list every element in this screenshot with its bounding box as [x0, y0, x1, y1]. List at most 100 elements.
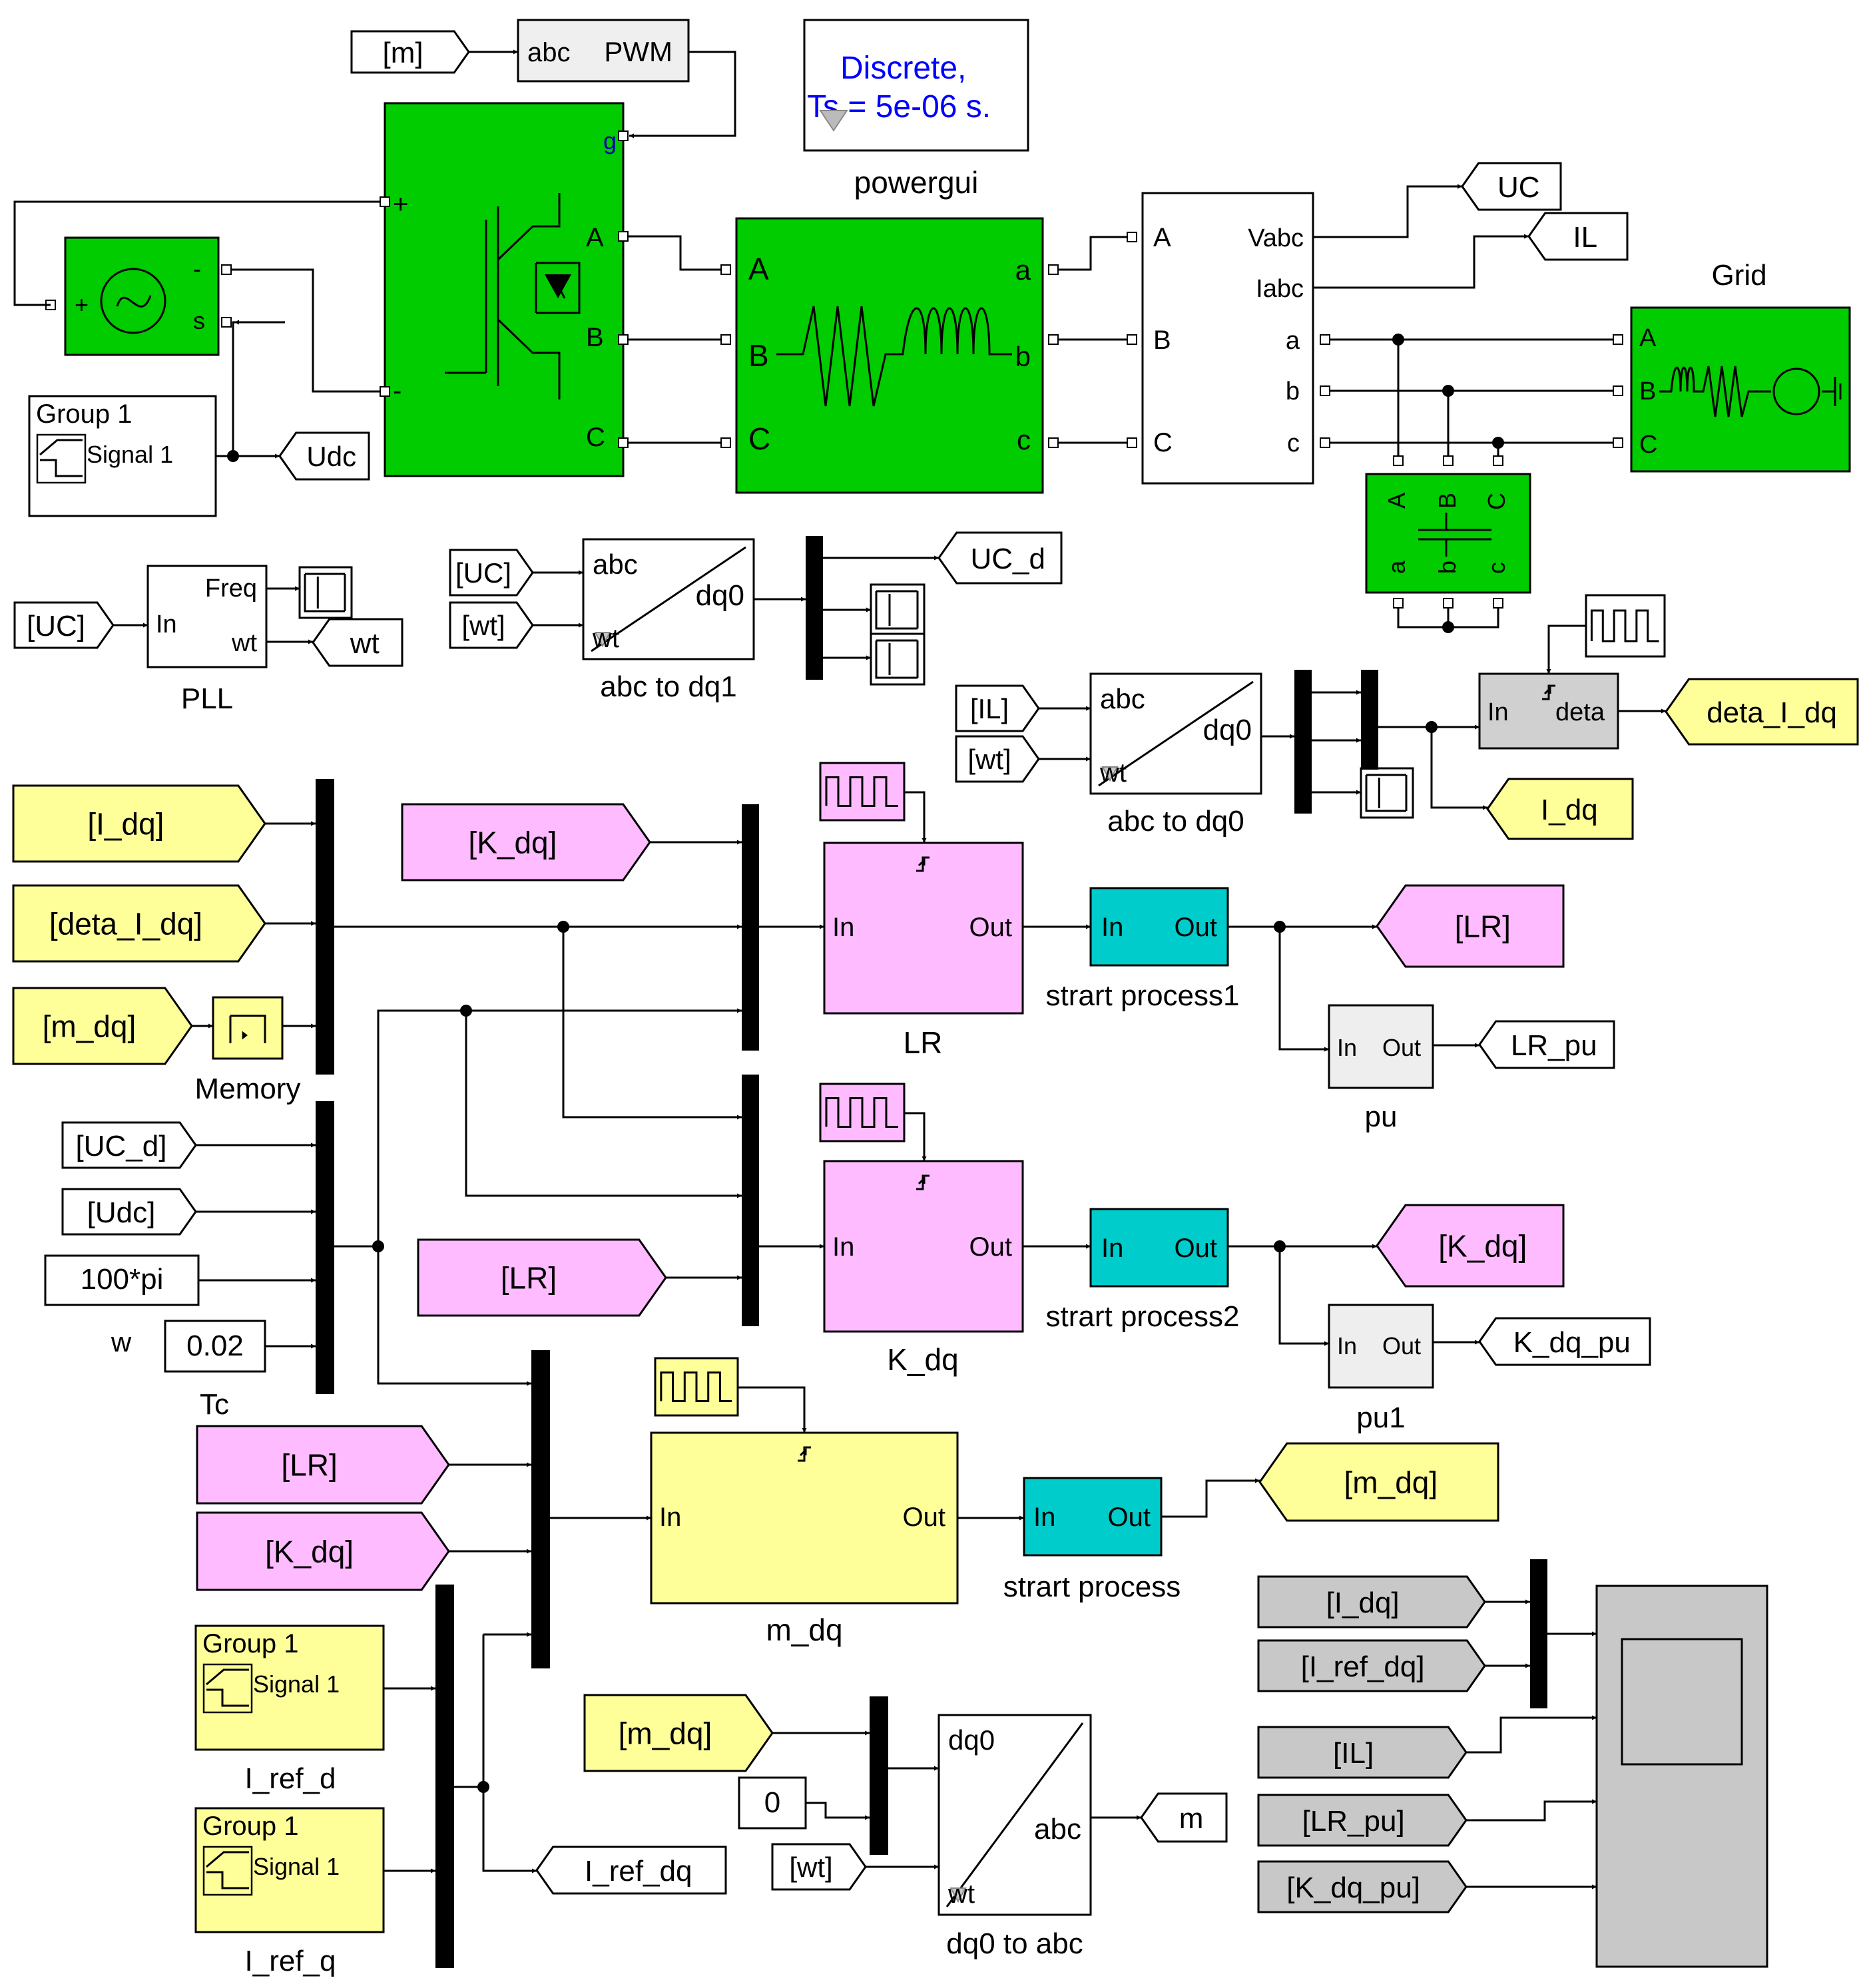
- meas-port-b[interactable]: [1320, 385, 1330, 396]
- bus-idq[interactable]: [1361, 670, 1378, 770]
- filter-port-b[interactable]: [1048, 334, 1059, 345]
- powergui-block[interactable]: [803, 19, 1029, 152]
- bus-mdq[interactable]: [531, 1350, 550, 1668]
- const-w[interactable]: [44, 1254, 200, 1306]
- pu1-block[interactable]: [1328, 1304, 1434, 1389]
- from-m-shape[interactable]: [350, 30, 470, 74]
- bus-kdq[interactable]: [742, 1075, 759, 1326]
- measure-block[interactable]: [1141, 192, 1314, 485]
- goto-deta-shape[interactable]: [1665, 678, 1859, 746]
- bus-lr[interactable]: [742, 804, 759, 1051]
- filter-port-B[interactable]: [720, 334, 731, 345]
- pu-block[interactable]: [1328, 1004, 1434, 1089]
- sc-from-il-shape[interactable]: [1257, 1726, 1467, 1779]
- goto-wt-shape[interactable]: [312, 618, 403, 667]
- meas-port-C[interactable]: [1127, 437, 1137, 448]
- bus-dq0[interactable]: [1294, 670, 1312, 814]
- from-lr-mdq-shape[interactable]: [196, 1425, 450, 1505]
- sc-from-kdqpu-shape[interactable]: [1257, 1860, 1467, 1913]
- grid-port-A[interactable]: [1613, 334, 1623, 345]
- grid-block[interactable]: [1630, 306, 1851, 473]
- from-uc-dq1-shape[interactable]: [449, 549, 534, 597]
- inverter-port-A[interactable]: [618, 231, 629, 242]
- grid-port-B[interactable]: [1613, 385, 1623, 396]
- sp2-block[interactable]: [1089, 1208, 1229, 1288]
- bus-iref[interactable]: [435, 1585, 454, 1968]
- abc-dq1-block[interactable]: [582, 538, 755, 660]
- goto-il-shape[interactable]: [1527, 212, 1629, 261]
- filter-block[interactable]: [735, 217, 1044, 494]
- filter-port-c[interactable]: [1048, 437, 1059, 448]
- goto-idq-shape[interactable]: [1486, 778, 1634, 840]
- goto-mdq-shape[interactable]: [1258, 1442, 1499, 1522]
- dc-source-block[interactable]: [64, 236, 220, 356]
- goto-kdq-pu-shape[interactable]: [1478, 1317, 1651, 1366]
- bus-params[interactable]: [316, 1101, 334, 1394]
- const-zero[interactable]: [738, 1776, 807, 1830]
- from-wt-abc-shape[interactable]: [771, 1843, 867, 1891]
- inverter-port-plus[interactable]: [380, 196, 390, 207]
- from-kdq-mdq-shape[interactable]: [196, 1511, 450, 1591]
- meas-port-B[interactable]: [1127, 334, 1137, 345]
- goto-kdq-shape[interactable]: [1376, 1204, 1565, 1288]
- from-deta-shape[interactable]: [12, 884, 266, 963]
- inverter-port-minus[interactable]: [380, 386, 390, 397]
- sp-block[interactable]: [1023, 1477, 1163, 1557]
- inverter-port-g[interactable]: [618, 130, 629, 141]
- iref-d-block[interactable]: [194, 1624, 385, 1751]
- from-ucd-shape[interactable]: [61, 1121, 197, 1169]
- filter-port-a[interactable]: [1048, 264, 1059, 275]
- cap-port-a[interactable]: [1393, 598, 1404, 609]
- from-wt-dq1-shape[interactable]: [449, 601, 534, 649]
- goto-uc-d-shape[interactable]: [937, 531, 1063, 585]
- goto-iref-shape[interactable]: [535, 1846, 727, 1895]
- from-il-shape[interactable]: [955, 684, 1040, 732]
- from-idq-shape[interactable]: [12, 784, 266, 863]
- dc-port-minus[interactable]: [221, 264, 232, 275]
- sc-from-idq-shape[interactable]: [1257, 1575, 1486, 1628]
- pll-block[interactable]: [146, 565, 268, 668]
- cap-port-c[interactable]: [1493, 598, 1503, 609]
- cap-port-b[interactable]: [1443, 598, 1454, 609]
- from-uc-pll-shape[interactable]: [13, 601, 115, 649]
- filter-port-A[interactable]: [720, 264, 731, 275]
- from-kdq-lr-shape[interactable]: [401, 803, 651, 881]
- from-wt-dq0-shape[interactable]: [955, 735, 1040, 783]
- from-mdq-dq0-shape[interactable]: [583, 1694, 774, 1772]
- bus-dq1[interactable]: [806, 536, 823, 680]
- cap-port-C[interactable]: [1493, 455, 1503, 466]
- filter-port-C[interactable]: [720, 437, 731, 448]
- cap-block[interactable]: [1365, 473, 1531, 594]
- sc-from-iref-shape[interactable]: [1257, 1639, 1486, 1692]
- pwm-block[interactable]: [517, 19, 690, 83]
- sc-from-lrpu-shape[interactable]: [1257, 1794, 1467, 1847]
- memory-block[interactable]: [212, 996, 284, 1060]
- sp1-block[interactable]: [1089, 887, 1229, 967]
- goto-uc-shape[interactable]: [1461, 162, 1562, 211]
- meas-port-a[interactable]: [1320, 334, 1330, 345]
- const-tc[interactable]: [164, 1320, 266, 1373]
- goto-lr-pu-shape[interactable]: [1478, 1020, 1615, 1069]
- term-freq[interactable]: [298, 566, 353, 619]
- inverter-port-C[interactable]: [618, 437, 629, 448]
- dc-port-s[interactable]: [221, 317, 232, 328]
- cap-port-A[interactable]: [1393, 455, 1404, 466]
- bus-main[interactable]: [316, 779, 334, 1075]
- grid-port-C[interactable]: [1613, 437, 1623, 448]
- inverter-port-B[interactable]: [618, 334, 629, 345]
- cap-port-B[interactable]: [1443, 455, 1454, 466]
- meas-port-A[interactable]: [1127, 232, 1137, 242]
- goto-udc-shape[interactable]: [278, 431, 370, 481]
- goto-m-shape[interactable]: [1140, 1792, 1228, 1843]
- term-q2[interactable]: [870, 632, 926, 686]
- iref-q-block[interactable]: [194, 1807, 385, 1933]
- goto-lr-shape[interactable]: [1376, 884, 1565, 968]
- from-lr-kdq-shape[interactable]: [417, 1238, 667, 1317]
- bus-scope[interactable]: [1530, 1559, 1547, 1708]
- from-mdq-mem-shape[interactable]: [12, 987, 193, 1065]
- from-udc-shape[interactable]: [61, 1188, 197, 1236]
- bus-dq0abc[interactable]: [870, 1696, 888, 1855]
- term-q0[interactable]: [1360, 767, 1414, 819]
- inverter-block[interactable]: [384, 102, 625, 477]
- meas-port-c[interactable]: [1320, 437, 1330, 448]
